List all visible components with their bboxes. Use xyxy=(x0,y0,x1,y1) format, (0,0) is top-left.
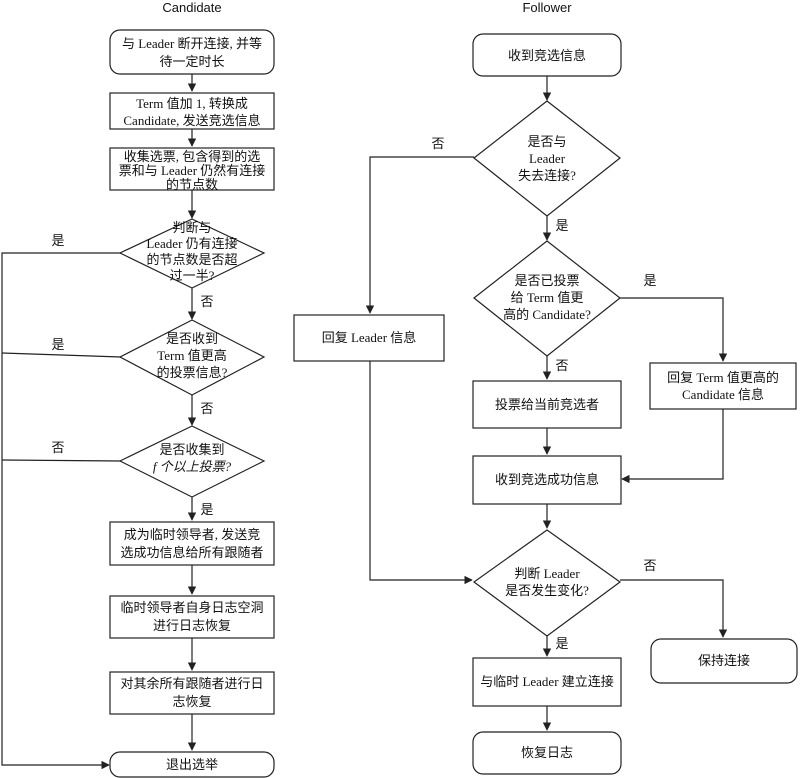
label-no-voted-higher: 否 xyxy=(555,358,568,373)
recover-log-box xyxy=(472,731,622,775)
vote-current-box xyxy=(472,380,622,429)
label-no-higher-term: 否 xyxy=(200,401,213,416)
check-higher-term-text-1: 是否收到 xyxy=(166,331,218,346)
check-voted-higher-text-2: 给 Term 值更 xyxy=(511,290,584,305)
check-lost-leader-text-1: 是否与 xyxy=(527,134,566,149)
self-log-recovery-text-2: 进行日志恢复 xyxy=(153,618,231,633)
check-majority-text-3: 的节点数是否超 xyxy=(146,252,237,267)
self-log-recovery-text-1: 临时领导者自身日志空洞 xyxy=(120,600,263,615)
check-leader-change-text-1: 判断 Leader xyxy=(514,566,580,581)
check-majority-diamond xyxy=(118,218,266,289)
term-increment-box xyxy=(109,92,275,130)
check-leader-change-diamond xyxy=(472,529,622,637)
receive-election-text: 收到竞选信息 xyxy=(508,48,586,63)
connect-temp-leader-text: 与临时 Leader 建立连接 xyxy=(480,674,614,689)
collect-votes-text-2: 票和与 Leader 仍然有连接 xyxy=(119,163,266,178)
label-yes-voted-higher: 是 xyxy=(643,273,656,288)
reply-higher-candidate-text-1: 回复 Term 值更高的 xyxy=(667,370,779,385)
label-no-f-votes: 否 xyxy=(51,440,64,455)
label-no-lost-leader: 否 xyxy=(431,136,444,151)
reply-leader-text: 回复 Leader 信息 xyxy=(322,330,417,345)
term-increment-text-1: Term 值加 1, 转换成 xyxy=(136,96,248,111)
check-majority-text-2: Leader 仍有连接 xyxy=(146,236,237,251)
candidate-header: Candidate xyxy=(162,0,221,15)
label-yes-f-votes: 是 xyxy=(200,502,213,517)
check-higher-term-text-3: 的投票信息? xyxy=(157,365,228,380)
followers-log-recovery-text-2: 志恢复 xyxy=(172,694,211,709)
label-yes-majority: 是 xyxy=(51,233,64,248)
label-no-leader-change: 否 xyxy=(643,558,656,573)
collect-votes-box xyxy=(109,147,275,191)
reply-leader-box xyxy=(293,314,445,362)
disconnect-text-1: 与 Leader 断开连接, 并等 xyxy=(122,36,262,51)
vote-current-text: 投票给当前竞选者 xyxy=(495,397,599,412)
check-f-votes-text-1: 是否收集到 xyxy=(159,442,224,457)
exit-election-box xyxy=(109,751,275,778)
label-yes-higher-term: 是 xyxy=(51,337,64,352)
become-temp-leader-box xyxy=(109,521,275,566)
keep-connection-box xyxy=(650,638,798,684)
check-majority-text-1: 判断与 xyxy=(172,220,211,235)
term-increment-text-2: Candidate, 发送竞选信息 xyxy=(123,113,260,128)
label-yes-leader-change: 是 xyxy=(555,636,568,651)
recover-log-text: 恢复日志 xyxy=(521,745,573,760)
exit-election-text: 退出选举 xyxy=(166,757,218,772)
receive-success-text: 收到竞选成功信息 xyxy=(495,472,599,487)
become-temp-leader-text-1: 成为临时领导者, 发送竞 xyxy=(124,527,261,542)
check-leader-change-text-2: 是否发生变化? xyxy=(505,583,589,598)
follower-header: Follower xyxy=(522,0,572,15)
self-log-recovery-box xyxy=(109,595,275,639)
disconnect-text-2: 待一定时长 xyxy=(159,54,224,69)
check-f-votes-diamond xyxy=(118,425,266,498)
check-voted-higher-diamond xyxy=(473,240,621,357)
check-f-votes-text-2: f 个以上投票? xyxy=(153,459,232,474)
label-yes-lost-leader: 是 xyxy=(555,218,568,233)
check-voted-higher-text-3: 高的 Candidate? xyxy=(503,307,591,322)
collect-votes-text-1: 收集选票, 包含得到的选 xyxy=(124,149,261,164)
followers-log-recovery-text-1: 对其余所有跟随者进行日 xyxy=(120,676,263,691)
check-higher-term-text-2: Term 值更高 xyxy=(157,348,227,363)
keep-connection-text: 保持连接 xyxy=(698,653,750,668)
receive-success-box xyxy=(472,455,622,505)
check-voted-higher-text-1: 是否已投票 xyxy=(514,273,579,288)
label-no-majority: 否 xyxy=(200,294,213,309)
receive-election-box xyxy=(472,33,622,77)
connect-temp-leader-box xyxy=(472,657,622,707)
followers-log-recovery-box xyxy=(109,671,275,715)
check-lost-leader-text-3: 失去连接? xyxy=(518,168,576,183)
check-lost-leader-text-2: Leader xyxy=(529,151,566,166)
check-majority-text-4: 过一半? xyxy=(170,268,215,283)
check-higher-term-diamond xyxy=(118,319,266,396)
become-temp-leader-text-2: 选成功信息给所有跟随者 xyxy=(120,545,263,560)
check-lost-leader-diamond xyxy=(473,100,621,217)
reply-higher-candidate-text-2: Candidate 信息 xyxy=(682,387,764,402)
disconnect-box xyxy=(109,29,275,75)
reply-higher-candidate-box xyxy=(649,362,797,410)
collect-votes-text-3: 的节点数 xyxy=(166,177,218,192)
